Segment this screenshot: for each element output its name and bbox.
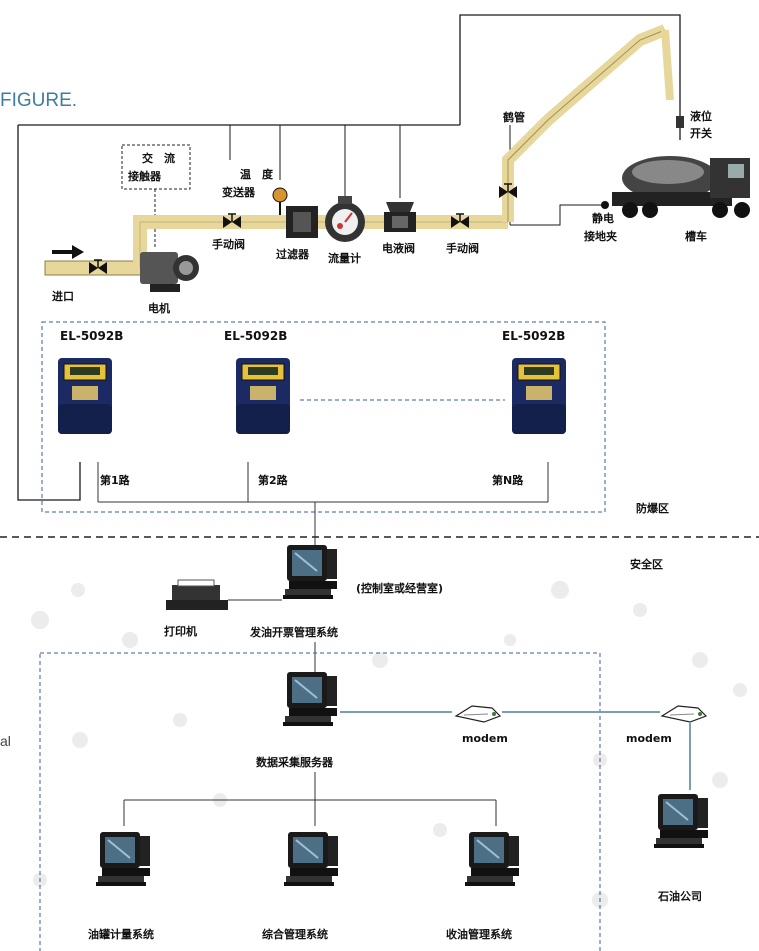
static-clamp-label-2: 接地夹 — [584, 229, 617, 243]
temp-label-1: 温 度 — [240, 167, 274, 181]
computer-icon — [282, 544, 338, 600]
printer-icon — [166, 579, 228, 610]
level-switch-icon — [676, 116, 684, 128]
controller-n-model: EL-5092B — [502, 329, 565, 343]
crane-pipe-label: 鹤管 — [503, 110, 525, 124]
controller-icon — [235, 357, 291, 435]
solenoid-valve-icon — [384, 202, 416, 232]
contactor-label-2: 接触器 — [128, 169, 162, 183]
modem-icon — [455, 705, 501, 723]
controller-2-model: EL-5092B — [224, 329, 287, 343]
flow-meter-label: 流量计 — [328, 251, 361, 265]
inlet-label: 进口 — [52, 289, 74, 303]
pipeline-section: 交 流 接触器 进口 电机 手动阀 温 度 变送器 — [17, 14, 750, 501]
tanker-icon — [612, 156, 750, 218]
flow-meter-icon — [325, 196, 365, 242]
contactor-box — [121, 144, 191, 190]
explosion-zone-box — [41, 321, 606, 513]
network-section: 数据采集服务器 modem modem 石油公司 油罐计量系统 综合管理系统 收… — [39, 652, 709, 951]
temp-sensor-icon — [272, 187, 288, 203]
side-text-fragment: al — [0, 733, 11, 749]
computer-icon — [464, 831, 520, 887]
manual-valve-1-label: 手动阀 — [212, 237, 245, 251]
clamp-icon — [601, 201, 609, 209]
tanker-label: 槽车 — [685, 229, 707, 243]
computer-icon — [282, 671, 338, 727]
integrated-mgmt-label: 综合管理系统 — [262, 927, 328, 941]
network-box — [39, 652, 601, 951]
explosion-zone-label: 防爆区 — [636, 501, 669, 515]
control-room-section: (控制室或经营室) 打印机 发油开票管理系统 — [164, 544, 443, 672]
level-switch-label-1: 液位 — [690, 109, 712, 123]
arrow-right-icon — [52, 245, 84, 259]
static-clamp-label-1: 静电 — [592, 211, 614, 225]
filter-label: 过滤器 — [276, 247, 310, 261]
modem-left-label: modem — [462, 732, 508, 745]
route-1-label: 第1路 — [100, 473, 131, 487]
printer-label: 打印机 — [164, 624, 197, 638]
tank-metering-label: 油罐计量系统 — [88, 927, 154, 941]
controller-icon — [511, 357, 567, 435]
controller-icon — [57, 357, 113, 435]
ticket-system-label: 发油开票管理系统 — [249, 625, 338, 639]
solenoid-valve-label: 电液阀 — [382, 241, 415, 255]
modem-icon — [661, 705, 707, 723]
computer-icon — [95, 831, 151, 887]
manual-valve-2-label: 手动阀 — [446, 241, 479, 255]
controller-section: EL-5092B EL-5092B EL-5092B 第1路 第2路 第N路 防… — [41, 321, 669, 545]
route-n-label: 第N路 — [492, 473, 524, 487]
motor-label: 电机 — [148, 301, 170, 315]
motor-icon — [140, 252, 199, 292]
route-2-label: 第2路 — [258, 473, 289, 487]
modem-right-label: modem — [626, 732, 672, 745]
oil-company-label: 石油公司 — [657, 889, 702, 903]
controller-1-model: EL-5092B — [60, 329, 123, 343]
temp-label-2: 变送器 — [222, 185, 256, 199]
safe-zone-label: 安全区 — [630, 557, 663, 571]
figure-heading: FIGURE. — [0, 90, 77, 111]
receiving-mgmt-label: 收油管理系统 — [446, 927, 512, 941]
computer-icon — [283, 831, 339, 887]
contactor-label-1: 交 流 — [142, 151, 175, 165]
filter-icon — [286, 206, 318, 238]
computer-icon — [653, 793, 709, 849]
data-server-label: 数据采集服务器 — [256, 755, 334, 769]
level-switch-label-2: 开关 — [690, 126, 712, 140]
control-room-note: (控制室或经营室) — [356, 581, 443, 595]
